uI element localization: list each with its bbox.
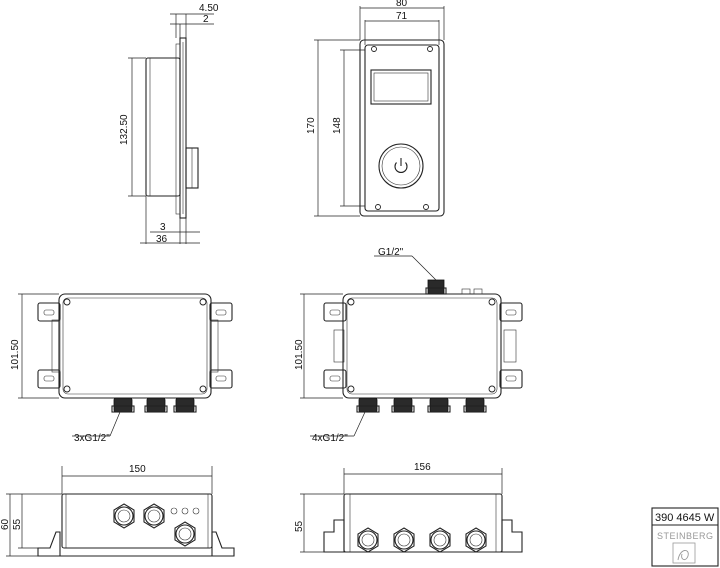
dim-36: 36 — [156, 234, 168, 245]
dim-101-50-right: 101.50 — [294, 339, 305, 370]
power-icon — [394, 162, 408, 174]
bottom-left-fittings — [113, 503, 200, 547]
box-left-view: 3xG1/2" 101.50 — [10, 293, 233, 444]
dim-101-50-left: 101.50 — [10, 339, 21, 370]
side-view: 4.50 2 132.50 3 36 — [119, 3, 219, 245]
connections-label-right: 4xG1/2" — [312, 433, 348, 444]
brand-logo-icon — [672, 542, 696, 564]
connections-label-left: 3xG1/2" — [74, 433, 110, 444]
dim-2: 2 — [203, 14, 209, 25]
box-right-connectors — [356, 397, 487, 413]
dim-156: 156 — [414, 462, 431, 473]
box-left-connectors — [111, 397, 197, 413]
bottom-left-view: 150 60 55 — [0, 464, 235, 557]
top-connection-label: G1/2" — [378, 247, 404, 258]
box-right-view: G1/2" 4xG1/2" 101.50 — [294, 247, 523, 444]
dim-4-50: 4.50 — [199, 3, 219, 14]
dim-60: 60 — [0, 518, 11, 530]
power-button-outline — [378, 143, 424, 189]
title-block: 390 4645 W STEINBERG — [651, 507, 719, 567]
dim-148: 148 — [332, 117, 343, 134]
dim-55-left: 55 — [12, 518, 23, 530]
front-screws — [371, 46, 433, 210]
bottom-right-view: 156 55 — [294, 462, 523, 553]
dim-150: 150 — [129, 464, 146, 475]
brand-name: STEINBERG — [657, 531, 714, 541]
front-view: 80 71 170 148 — [306, 0, 445, 217]
dim-3: 3 — [160, 222, 166, 233]
dim-80: 80 — [396, 0, 408, 9]
dim-170: 170 — [306, 117, 317, 134]
dim-71: 71 — [396, 11, 408, 22]
dim-55-right: 55 — [294, 520, 305, 532]
bottom-right-fittings — [357, 527, 487, 553]
dim-132-50: 132.50 — [119, 114, 130, 145]
article-number: 390 4645 W — [655, 512, 715, 524]
